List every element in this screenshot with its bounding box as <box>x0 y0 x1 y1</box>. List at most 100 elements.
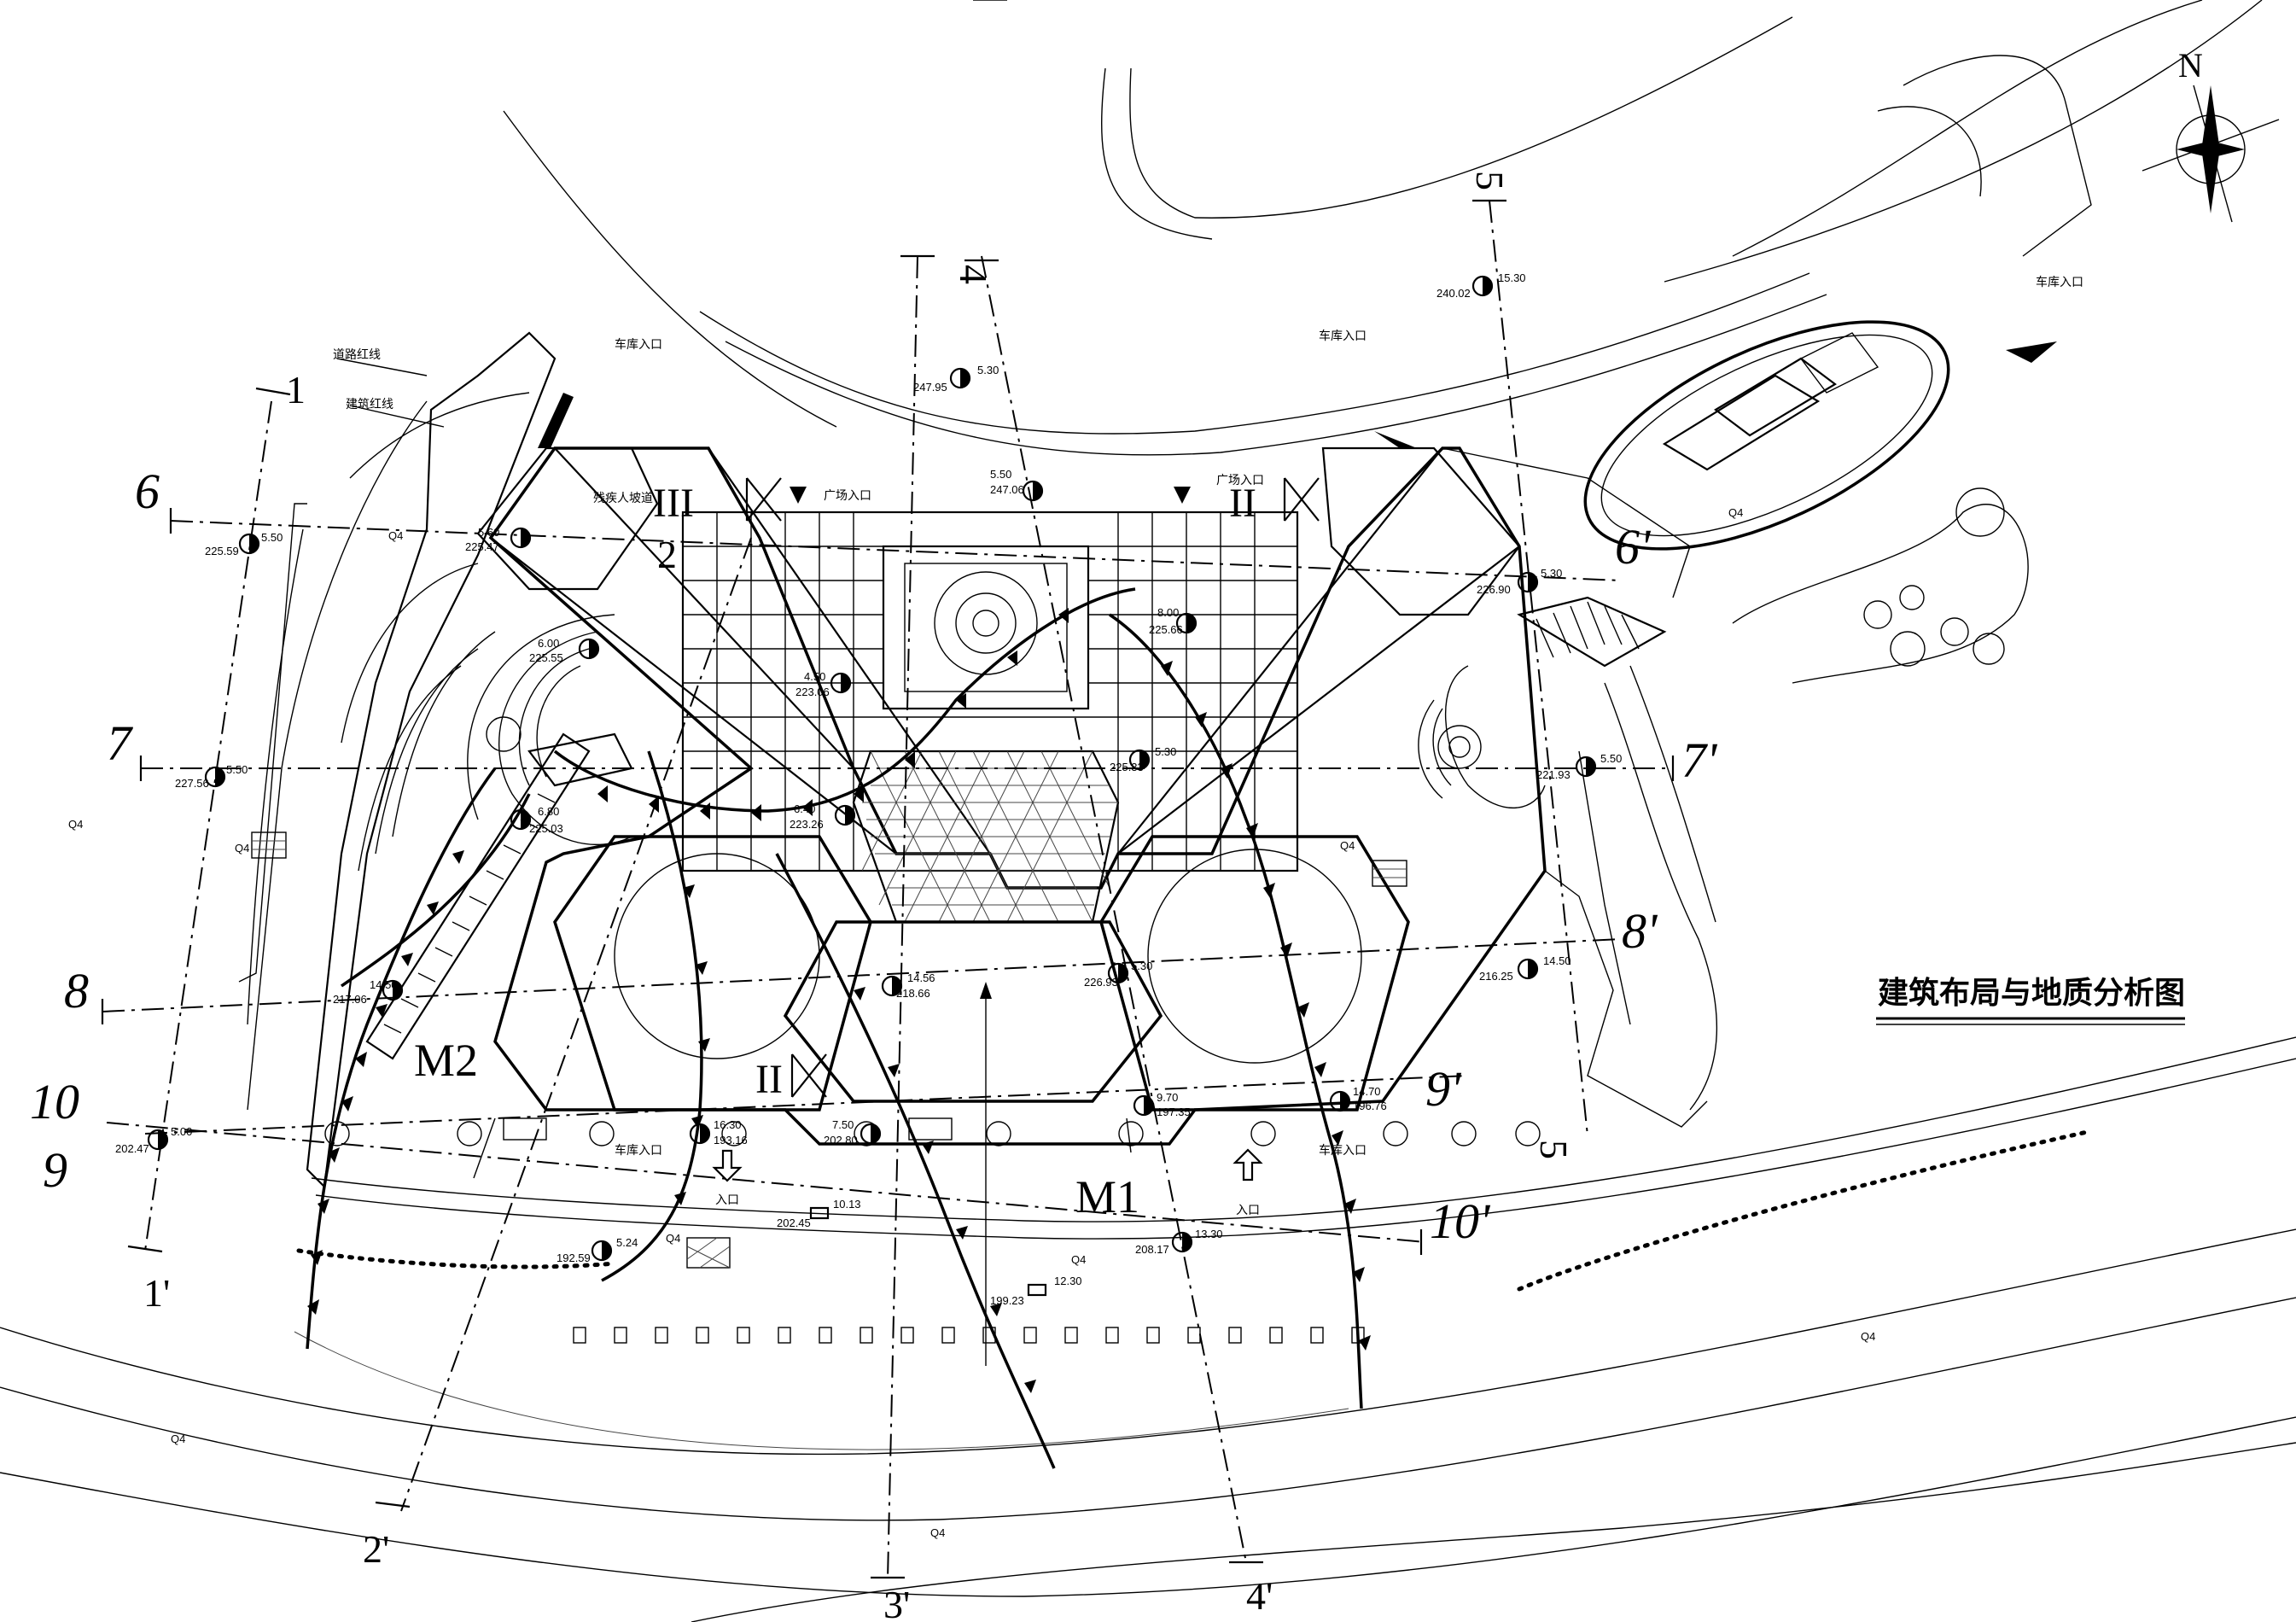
garage-entry-note: 车库入口 <box>2036 275 2083 289</box>
entry-note: 入口 <box>1236 1204 1260 1217</box>
svg-text:227.56: 227.56 <box>175 777 209 790</box>
svg-text:5.30: 5.30 <box>1131 960 1152 972</box>
garage-entry-note: 车库入口 <box>615 337 662 352</box>
drawing-title: 建筑布局与地质分析图 <box>1878 976 2185 1011</box>
section-label-2: 2 <box>657 533 677 576</box>
borehole: 5.50 227.56 <box>175 763 248 790</box>
svg-text:Q4: Q4 <box>666 1232 680 1245</box>
svg-text:199.23: 199.23 <box>990 1294 1024 1307</box>
section-label-8: 8 <box>64 963 89 1018</box>
building-red-line-note: 建筑红线 <box>346 398 393 411</box>
north-label: N <box>2178 46 2203 85</box>
svg-text:Q4: Q4 <box>1340 839 1355 852</box>
section-label-5: 5 <box>1468 171 1512 190</box>
zone-labels: III II II M2 M1 <box>414 477 1320 1222</box>
borehole: 5.50 221.93 <box>1536 752 1622 781</box>
svg-text:Q4: Q4 <box>1071 1253 1086 1266</box>
svg-text:221.93: 221.93 <box>1536 768 1570 781</box>
svg-text:14.56: 14.56 <box>907 971 935 984</box>
svg-text:5.50: 5.50 <box>990 468 1011 481</box>
svg-text:225.55: 225.55 <box>529 651 563 664</box>
svg-text:6.80: 6.80 <box>538 805 559 818</box>
svg-text:Q4: Q4 <box>171 1432 185 1445</box>
svg-text:5.30: 5.30 <box>977 364 999 376</box>
svg-text:5.50: 5.50 <box>226 763 248 776</box>
borehole: 13.30 208.17 <box>1135 1228 1223 1256</box>
section-line-9 <box>144 1075 1469 1135</box>
borehole: 5.30 226.93 <box>1084 960 1152 989</box>
section-label-10-end: 10' <box>1430 1193 1491 1249</box>
svg-text:4.50: 4.50 <box>804 670 825 683</box>
fault-lines <box>296 587 2094 1469</box>
svg-text:5.24: 5.24 <box>616 1236 638 1249</box>
svg-text:13.30: 13.30 <box>1195 1228 1223 1240</box>
section-label-5-end: 5 <box>1532 1140 1576 1159</box>
section-line-2 <box>400 537 752 1512</box>
svg-text:14.50: 14.50 <box>370 978 398 991</box>
svg-text:5.60: 5.60 <box>478 526 499 539</box>
svg-text:226.93: 226.93 <box>1084 976 1118 989</box>
section-label-4-end: 4' <box>1246 1574 1273 1618</box>
svg-text:14.70: 14.70 <box>1353 1085 1381 1098</box>
garage-entry-note: 车库入口 <box>1319 329 1367 343</box>
svg-text:225.66: 225.66 <box>1149 623 1183 636</box>
marker-m2: M2 <box>414 1035 478 1086</box>
zone-label-ii-upper: II <box>1229 481 1256 526</box>
red-line-markers <box>336 341 2057 448</box>
section-label-7-end: 7' <box>1681 732 1718 788</box>
svg-text:Q4: Q4 <box>1861 1330 1875 1343</box>
svg-text:Q4: Q4 <box>930 1526 945 1539</box>
svg-text:196.76: 196.76 <box>1353 1100 1387 1112</box>
svg-text:225.59: 225.59 <box>205 545 239 557</box>
svg-text:193.16: 193.16 <box>714 1134 748 1146</box>
section-label-1-end: 1' <box>143 1271 170 1315</box>
borehole: 5.00 202.47 <box>115 1125 192 1155</box>
svg-text:192.59: 192.59 <box>557 1252 591 1264</box>
svg-text:Q4: Q4 <box>68 818 83 831</box>
section-line-6 <box>170 520 1623 581</box>
section-lines <box>101 199 1675 1580</box>
borehole: 14.70 196.76 <box>1329 1085 1387 1112</box>
svg-text:Q4: Q4 <box>1728 506 1743 519</box>
north-arrow: N <box>2142 46 2280 223</box>
svg-text:218.66: 218.66 <box>896 987 930 1000</box>
section-line-1 <box>144 400 272 1252</box>
plaza-entry-note: 广场入口 <box>824 489 871 503</box>
svg-text:208.17: 208.17 <box>1135 1243 1169 1256</box>
svg-text:5.30: 5.30 <box>1541 567 1562 580</box>
svg-text:240.02: 240.02 <box>1436 287 1471 300</box>
svg-text:5.50: 5.50 <box>261 531 283 544</box>
svg-text:Q4: Q4 <box>388 529 403 542</box>
section-line-8 <box>102 938 1623 1012</box>
section-label-2-end: 2' <box>363 1527 389 1571</box>
svg-text:223.06: 223.06 <box>795 686 830 698</box>
soil-codes: Q4 Q4 Q4 Q4 Q4 Q4 Q4 Q4 Q4 Q4 <box>68 506 1875 1539</box>
borehole: 4.50 223.06 <box>795 670 852 698</box>
zone-label-iii: III <box>653 481 694 526</box>
svg-text:202.47: 202.47 <box>115 1142 149 1155</box>
svg-text:225.33: 225.33 <box>1110 761 1144 773</box>
section-label-8-end: 8' <box>1622 903 1658 959</box>
garage-entry-note: 车库入口 <box>1319 1143 1367 1158</box>
ramp-note: 残疾人坡道 <box>593 492 653 505</box>
section-label-4: 4 <box>952 265 995 284</box>
section-line-4 <box>981 255 1247 1563</box>
svg-text:15.30: 15.30 <box>1498 271 1526 284</box>
svg-text:5.50: 5.50 <box>1600 752 1622 765</box>
hatched-symbols <box>251 831 1407 1269</box>
borehole: 5.50 225.59 <box>205 531 283 557</box>
svg-text:6.40: 6.40 <box>794 802 815 815</box>
section-line-10 <box>106 1122 1426 1243</box>
svg-text:5.00: 5.00 <box>171 1125 192 1138</box>
svg-text:6.00: 6.00 <box>538 637 559 650</box>
section-labels: 1 1' 2 2' 3' 4 4' 5 5 6 6' 7 7' 8 8' 9 9… <box>30 171 1718 1622</box>
